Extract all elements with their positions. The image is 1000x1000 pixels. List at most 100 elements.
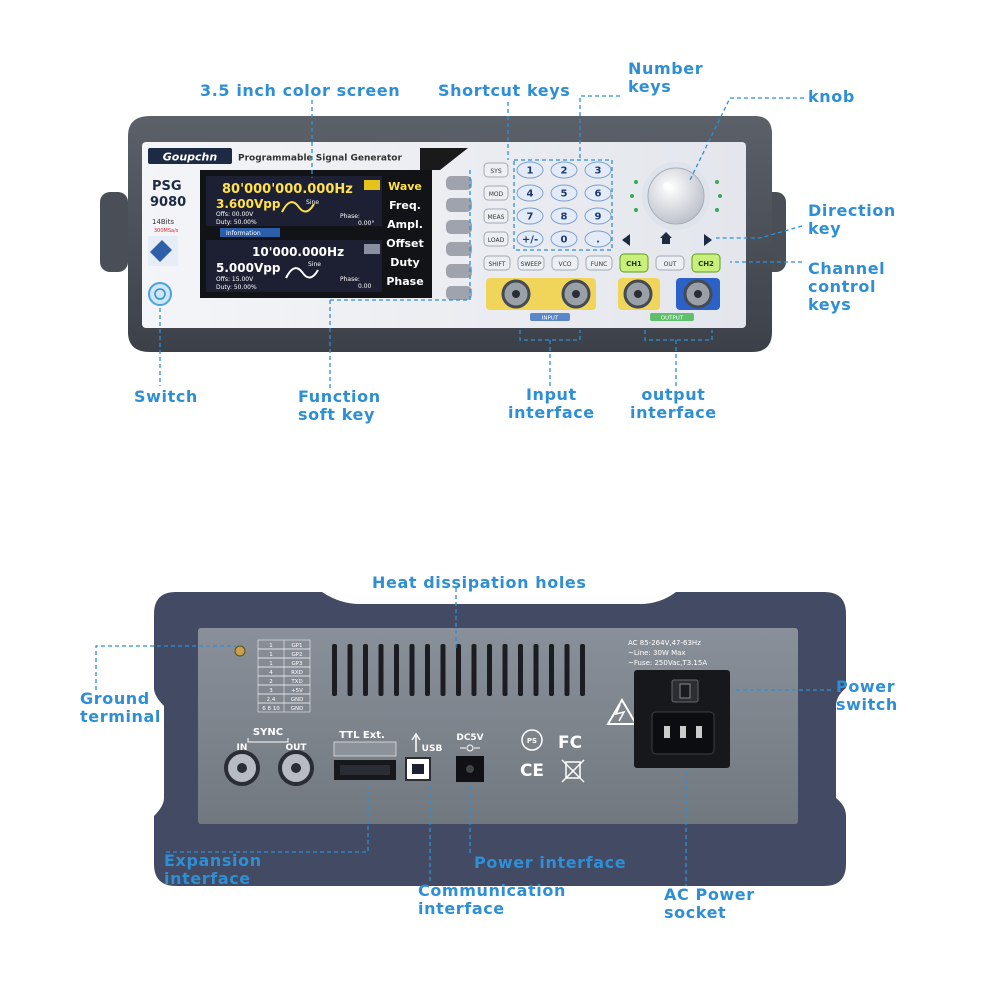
function-softkey[interactable] [446, 176, 472, 190]
number-key[interactable] [516, 230, 544, 248]
heat-hole [549, 644, 554, 696]
mode-key-label: FUNC [591, 261, 608, 268]
shortcut-key-label: SYS [490, 168, 501, 175]
ground-terminal[interactable] [234, 645, 246, 657]
input-label: INPUT [542, 316, 559, 322]
number-key[interactable] [516, 207, 544, 225]
heat-hole [440, 644, 446, 696]
number-key[interactable] [516, 161, 544, 179]
heat-hole [456, 644, 461, 696]
number-key[interactable] [516, 184, 544, 202]
rate-text: 300MSa/s [154, 228, 179, 234]
shortcut-key[interactable] [483, 231, 509, 247]
arrow-right-key[interactable] [704, 234, 712, 246]
pin-signal: GP3 [291, 661, 303, 667]
number-key-label: 2 [561, 166, 568, 177]
heat-holes [332, 644, 585, 696]
info-tab [220, 228, 280, 237]
number-key[interactable] [550, 207, 578, 225]
shortcut-key[interactable] [483, 208, 509, 224]
function-softkey[interactable] [446, 264, 472, 278]
pin-number: 3 [269, 688, 273, 694]
mode-key[interactable] [483, 255, 511, 271]
function-softkey[interactable] [446, 198, 472, 212]
weee-bin-icon [561, 759, 585, 783]
softkey-label: Duty [390, 256, 419, 269]
number-key[interactable] [550, 184, 578, 202]
heat-hole [394, 644, 399, 696]
input-connectors: INPUT [486, 278, 596, 322]
shortcut-key[interactable] [483, 185, 509, 201]
power-button[interactable] [148, 282, 172, 306]
logo-shape [150, 240, 172, 262]
number-key[interactable] [584, 230, 612, 248]
model-line-1: PSG [152, 179, 182, 194]
softkey-label: Offset [386, 237, 424, 250]
callout-leader-lines [95, 95, 832, 886]
heat-hole [471, 644, 477, 696]
number-key-label: 9 [595, 212, 602, 223]
sync-label: SYNC [253, 727, 283, 738]
fcc-mark-icon: FC [558, 733, 582, 753]
pin-signal: +5V [291, 688, 303, 694]
product-subtitle: Programmable Signal Generator [238, 154, 402, 164]
power-spec-text: AC 85-264V,47-63Hz ~Line: 30W Max ~Fuse:… [628, 639, 707, 667]
number-key[interactable] [550, 161, 578, 179]
mode-key[interactable] [517, 255, 545, 271]
number-key[interactable] [550, 230, 578, 248]
arrow-left-key[interactable] [622, 234, 630, 246]
ch2-panel [206, 240, 382, 292]
number-key-label: 6 [595, 189, 602, 200]
ch1-offset: Offs: 00.00V [216, 211, 254, 218]
function-softkey[interactable] [446, 242, 472, 256]
pin-number: 2 [269, 679, 273, 685]
ch2-phase-label: Phase: [340, 276, 360, 283]
out-key[interactable] [655, 255, 685, 271]
ch1-key[interactable] [619, 253, 649, 273]
function-softkey[interactable] [446, 220, 472, 234]
pin-number: 1 [269, 661, 273, 667]
mode-key[interactable] [585, 255, 613, 271]
ch2-key-label: CH2 [698, 260, 714, 268]
power-spec-line: ~Line: 30W Max [628, 649, 686, 657]
ch1-key-label: CH1 [626, 260, 642, 268]
shortcut-key-label: MEAS [488, 214, 505, 221]
heat-hole [533, 644, 539, 696]
heat-hole [425, 644, 430, 696]
ch1-phase-label: Phase: [340, 213, 360, 220]
ch2-frequency: 10'000.000Hz [252, 245, 344, 259]
pin-signal: GND [291, 697, 304, 703]
number-key-label: 1 [527, 166, 534, 177]
rotary-knob[interactable] [642, 162, 710, 230]
home-icon[interactable] [660, 232, 672, 244]
number-key[interactable] [584, 161, 612, 179]
ttl-label: TTL Ext. [339, 730, 385, 741]
ch2-indicator [364, 244, 380, 254]
function-softkey[interactable] [446, 286, 472, 300]
shortcut-key[interactable] [483, 162, 509, 178]
number-key-label: 4 [527, 189, 534, 200]
ch2-sine-icon [285, 267, 319, 279]
number-key[interactable] [584, 207, 612, 225]
heat-hole [487, 644, 492, 696]
heat-hole [363, 644, 368, 696]
ch2-key[interactable] [691, 253, 721, 273]
label-power-interface: Power interface [474, 853, 627, 872]
mode-key[interactable] [551, 255, 579, 271]
power-spec-line: AC 85-264V,47-63Hz [628, 639, 701, 647]
shortcut-key-label: MOD [489, 191, 504, 198]
brand-badge [148, 148, 232, 164]
number-key[interactable] [584, 184, 612, 202]
softkey-label: Freq. [389, 199, 421, 212]
number-key-label: 5 [561, 189, 568, 200]
ch2-wave-name: Sine [308, 261, 321, 268]
